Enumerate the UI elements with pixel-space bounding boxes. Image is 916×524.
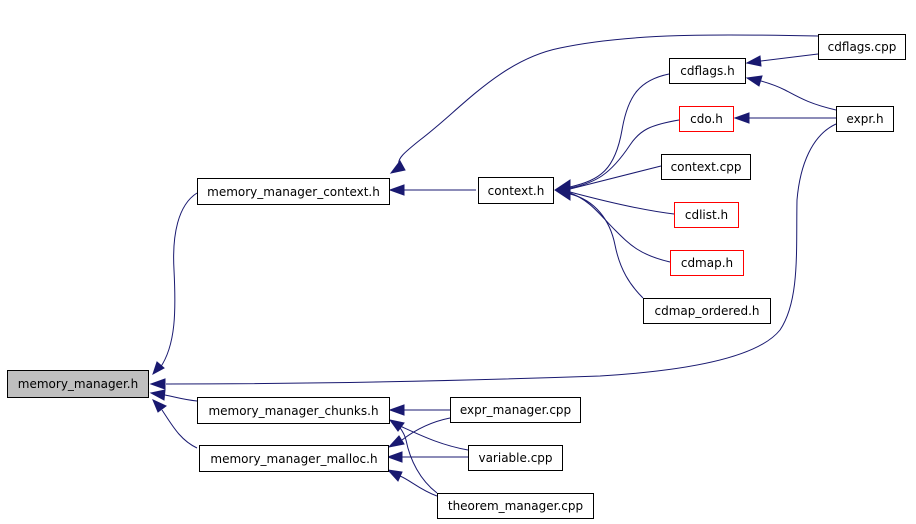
node-label: cdmap.h [680,256,734,270]
node-cdlist-h[interactable]: cdlist.h [674,202,739,228]
edge-context-cpp-to-context [569,165,662,190]
node-label: context.h [487,183,545,198]
arrowhead [388,419,405,432]
edge-chunks-to-memory-manager [164,394,198,402]
edge-cdmap-ordered-to-context [569,193,644,299]
arrowhead [387,435,405,448]
edge-cdflags-cpp-to-cdflags-h [760,53,819,62]
node-memory-manager-h: memory_manager.h [7,370,149,398]
node-cdmap-ordered-h[interactable]: cdmap_ordered.h [643,298,771,324]
node-memory-manager-chunks-h[interactable]: memory_manager_chunks.h [197,397,390,424]
node-label: memory_manager_chunks.h [208,403,379,418]
arrowhead [745,75,763,87]
node-context-cpp[interactable]: context.cpp [661,154,751,180]
node-memory-manager-context-h[interactable]: memory_manager_context.h [197,178,390,205]
arrowhead [152,399,167,413]
edge-variable-to-chunks [399,425,469,451]
arrowhead [388,184,405,196]
node-cdflags-cpp[interactable]: cdflags.cpp [818,34,906,60]
node-cdo-h[interactable]: cdo.h [679,106,734,132]
node-label: memory_manager_context.h [207,184,380,199]
edge-theorem-manager-to-malloc [399,475,438,497]
node-label: cdmap_ordered.h [654,304,760,318]
arrowhead [554,179,571,201]
node-expr-manager-cpp[interactable]: expr_manager.cpp [450,397,581,423]
node-context-h[interactable]: context.h [478,177,554,204]
arrowhead [388,404,405,416]
node-cdflags-h[interactable]: cdflags.h [669,58,746,84]
arrowhead [386,451,403,463]
edge-cdlist-to-context [569,191,675,215]
node-label: cdflags.h [680,64,735,78]
node-theorem-manager-cpp[interactable]: theorem_manager.cpp [437,493,594,519]
node-variable-cpp[interactable]: variable.cpp [468,445,563,471]
node-label: cdflags.cpp [827,40,897,54]
arrowhead [152,361,165,376]
node-expr-h[interactable]: expr.h [836,106,894,132]
node-memory-manager-malloc-h[interactable]: memory_manager_malloc.h [199,445,389,472]
node-label: memory_manager.h [17,377,139,391]
node-label: memory_manager_malloc.h [210,451,378,466]
arrowhead [149,378,166,390]
edge-theorem-manager-to-chunks [397,424,438,494]
arrowhead [389,160,406,174]
edge-expr-to-cdflags-h [760,80,837,111]
arrowhead [745,55,762,67]
node-label: theorem_manager.cpp [447,499,584,513]
edge-cdflags-cpp-to-mm-context [398,34,819,167]
arrowhead [733,112,750,124]
node-label: cdlist.h [684,208,729,222]
node-label: cdo.h [690,112,723,126]
edge-malloc-to-memory-manager [161,409,198,449]
node-cdmap-h[interactable]: cdmap.h [670,250,744,276]
edge-cdo-to-context [569,119,680,189]
arrowhead [149,389,166,401]
node-label: expr_manager.cpp [459,403,572,417]
edge-cdflags-h-to-context [569,73,670,188]
node-label: context.cpp [670,160,742,174]
edge-memory-manager-context-to-memory-manager [159,192,198,369]
edge-expr-to-memory-manager [165,123,837,385]
node-label: expr.h [846,112,884,126]
arrowhead [386,469,403,482]
edge-cdmap-to-context [569,192,671,263]
node-label: variable.cpp [478,451,553,465]
edge-expr-manager-to-malloc [401,417,451,441]
